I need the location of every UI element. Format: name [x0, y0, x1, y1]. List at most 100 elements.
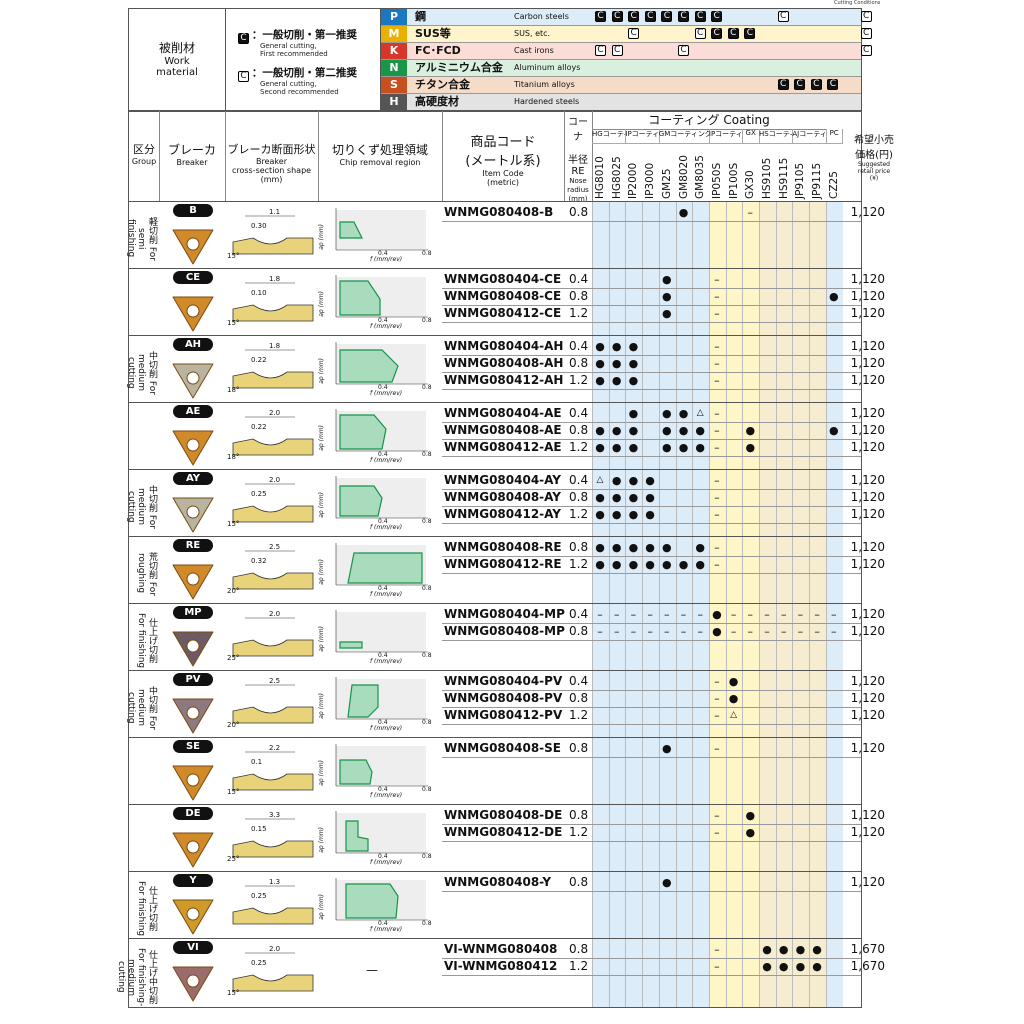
recommend-mark-icon: C [794, 79, 806, 90]
section-dim-1: 1.8 [269, 275, 281, 283]
breaker-cell: Y [159, 872, 225, 939]
chip-region: — [318, 941, 442, 1005]
coating-group-header: GMコーティング [658, 129, 710, 144]
availability-cell: ● [611, 541, 622, 554]
nose-radius: 0.8 [569, 540, 589, 554]
availability-cell: ● [611, 357, 622, 370]
header-group: 区分 Group [129, 111, 160, 201]
availability-cell: – [780, 608, 787, 621]
availability-cell: ● [628, 491, 639, 504]
nose-radius: 0.8 [569, 942, 589, 956]
symbol-legend: C ：一般切削・第一推奨 General cutting, First reco… [226, 9, 381, 111]
availability-cell: – [814, 608, 820, 621]
item-code: WNMG080408-Y [444, 875, 552, 889]
section-angle: 20° [227, 587, 240, 595]
nose-radius: 1.2 [569, 825, 589, 839]
chip-y-label: ap (mm) [318, 693, 325, 719]
availability-cell: ● [628, 407, 639, 420]
breaker-profile-icon [232, 416, 314, 456]
first-recommended: C ：一般切削・第一推奨 General cutting, First reco… [238, 27, 357, 58]
chip-x-label: f (mm/rev) [370, 859, 403, 866]
grade-divider [809, 201, 811, 1007]
chip-x-max: 0.8 [422, 652, 432, 659]
row-divider [442, 288, 861, 289]
chip-x-max: 0.8 [422, 719, 432, 726]
nose-radius: 0.4 [569, 674, 589, 688]
item-code: WNMG080412-DE [444, 825, 563, 839]
availability-cell: – [714, 558, 720, 571]
section-angle: 18° [227, 453, 240, 461]
item-code: WNMG080408-AY [444, 490, 561, 504]
row-divider [442, 841, 861, 842]
availability-cell: ● [745, 826, 756, 839]
breaker-profile-icon [232, 885, 314, 925]
availability-cell: ● [678, 206, 689, 219]
nose-radius: 0.8 [569, 624, 589, 638]
material-name-e: SUS, etc. [514, 29, 551, 38]
availability-cell: – [697, 608, 703, 621]
section-dim-2: 0.22 [251, 423, 267, 431]
insert-image-icon [172, 497, 214, 533]
availability-cell: – [664, 625, 670, 638]
retail-price: 1,120 [850, 473, 885, 487]
chip-region-chart-icon [335, 610, 428, 653]
header-xs-e1: Breaker [256, 157, 287, 166]
availability-cell: ● [678, 558, 689, 571]
row-divider [442, 489, 861, 490]
availability-cell: ● [795, 960, 806, 973]
recommend-mark-icon: C [678, 11, 689, 22]
availability-cell: – [780, 625, 787, 638]
availability-cell: – [797, 608, 804, 621]
availability-cell: – [714, 508, 720, 521]
chip-region-chart-icon [335, 409, 428, 452]
availability-cell: ● [628, 374, 639, 387]
recommend-mark-icon: C [628, 11, 640, 22]
retail-price: 1,670 [850, 959, 885, 973]
availability-cell: ● [812, 960, 822, 973]
availability-cell: ● [645, 558, 655, 571]
chip-x-label: f (mm/rev) [370, 792, 403, 799]
nose-radius: 1.2 [569, 306, 589, 320]
header-price-e2: retail price [857, 168, 891, 175]
grade-name: HG8010 [594, 156, 606, 199]
row-divider [442, 506, 861, 507]
material-letter: P [381, 9, 407, 25]
chip-region-chart-icon [335, 476, 428, 519]
section-dim-1: 2.0 [269, 476, 281, 484]
header-code-j1: 商品コード [470, 135, 536, 150]
nose-radius: 1.2 [569, 708, 589, 722]
first-e1: General cutting, [260, 42, 317, 50]
grade-name: GM25 [660, 168, 673, 199]
header-xs: ブレーカ断面形状 Breaker cross-section shape (mm… [225, 111, 319, 201]
group-label: 中切削 For medium cutting [126, 350, 157, 395]
retail-price: 1,120 [850, 339, 885, 353]
section-dim-1: 2.0 [269, 610, 281, 618]
nose-radius: 1.2 [569, 440, 589, 454]
row-divider [442, 975, 861, 976]
material-name-j: 鋼 [415, 10, 426, 23]
grade-name: GX30 [744, 170, 757, 199]
item-code: VI-WNMG080412 [444, 959, 558, 973]
recommend-mark-icon: C [661, 11, 673, 22]
header-xs-e3: (mm) [260, 175, 283, 184]
availability-cell: ● [595, 508, 605, 521]
availability-cell: – [730, 608, 737, 621]
availability-cell: – [714, 960, 720, 973]
availability-cell: – [714, 290, 720, 303]
group-label: 仕上げ中切削 For finishing-medium cutting [116, 947, 157, 1007]
grade-name: IP3000 [644, 162, 657, 199]
retail-price: 1,120 [850, 272, 885, 286]
chip-region-chart-icon [335, 275, 428, 318]
retail-price: 1,120 [850, 423, 885, 437]
chip-x-mid: 0.4 [378, 652, 388, 659]
availability-cell: – [714, 541, 720, 554]
chip-x-mid: 0.4 [378, 920, 388, 927]
retail-price: 1,120 [850, 674, 885, 688]
item-code: WNMG080408-SE [444, 741, 561, 755]
availability-cell: ● [678, 441, 689, 454]
